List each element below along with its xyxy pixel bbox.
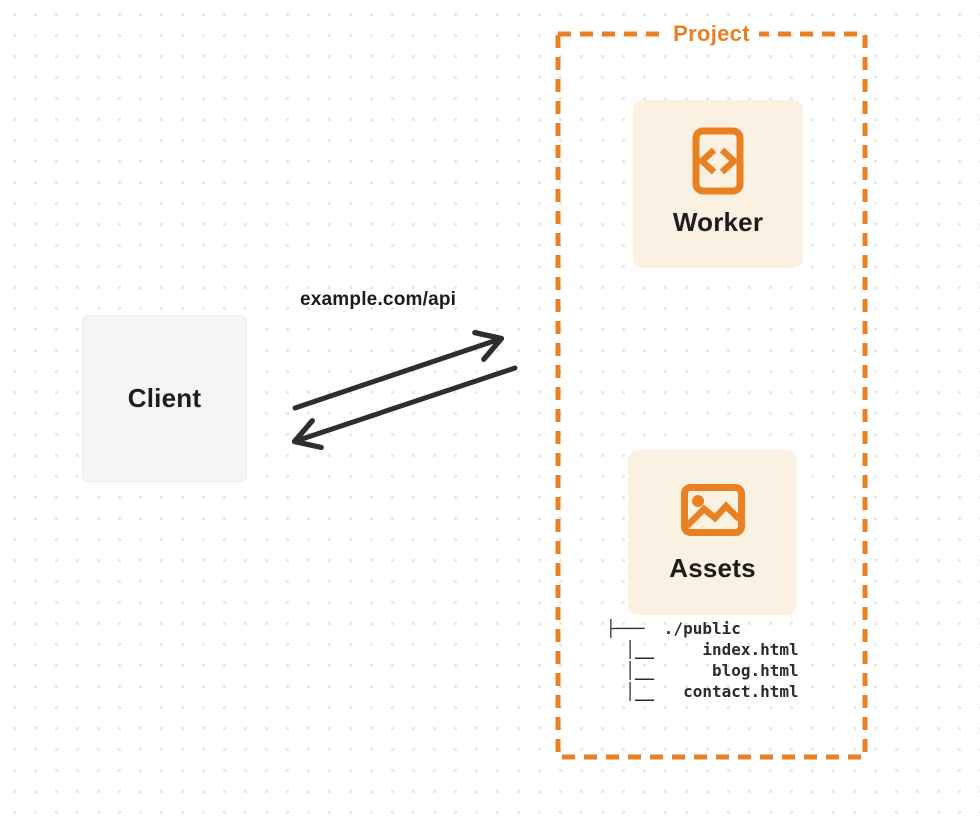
request-url-label: example.com/api	[300, 289, 457, 310]
file-tree: ├─── ./public │__ index.html │__ blog.ht…	[606, 618, 799, 702]
code-file-icon	[692, 127, 744, 195]
client-node: Client	[82, 315, 247, 482]
assets-node: Assets	[628, 450, 797, 615]
assets-label: Assets	[669, 553, 756, 583]
file-tree-line: │__ index.html	[606, 640, 799, 659]
request-arrow	[292, 329, 505, 411]
worker-node: Worker	[633, 100, 803, 268]
file-tree-line: │__ contact.html	[606, 682, 799, 701]
file-tree-line: │__ blog.html	[606, 661, 799, 680]
project-title-text: Project	[664, 21, 759, 47]
file-tree-line: ├─── ./public	[606, 619, 741, 638]
worker-label: Worker	[672, 207, 764, 237]
client-label: Client	[127, 383, 202, 413]
image-icon	[680, 484, 745, 536]
project-title: Project	[558, 21, 865, 47]
response-arrow	[291, 365, 518, 451]
